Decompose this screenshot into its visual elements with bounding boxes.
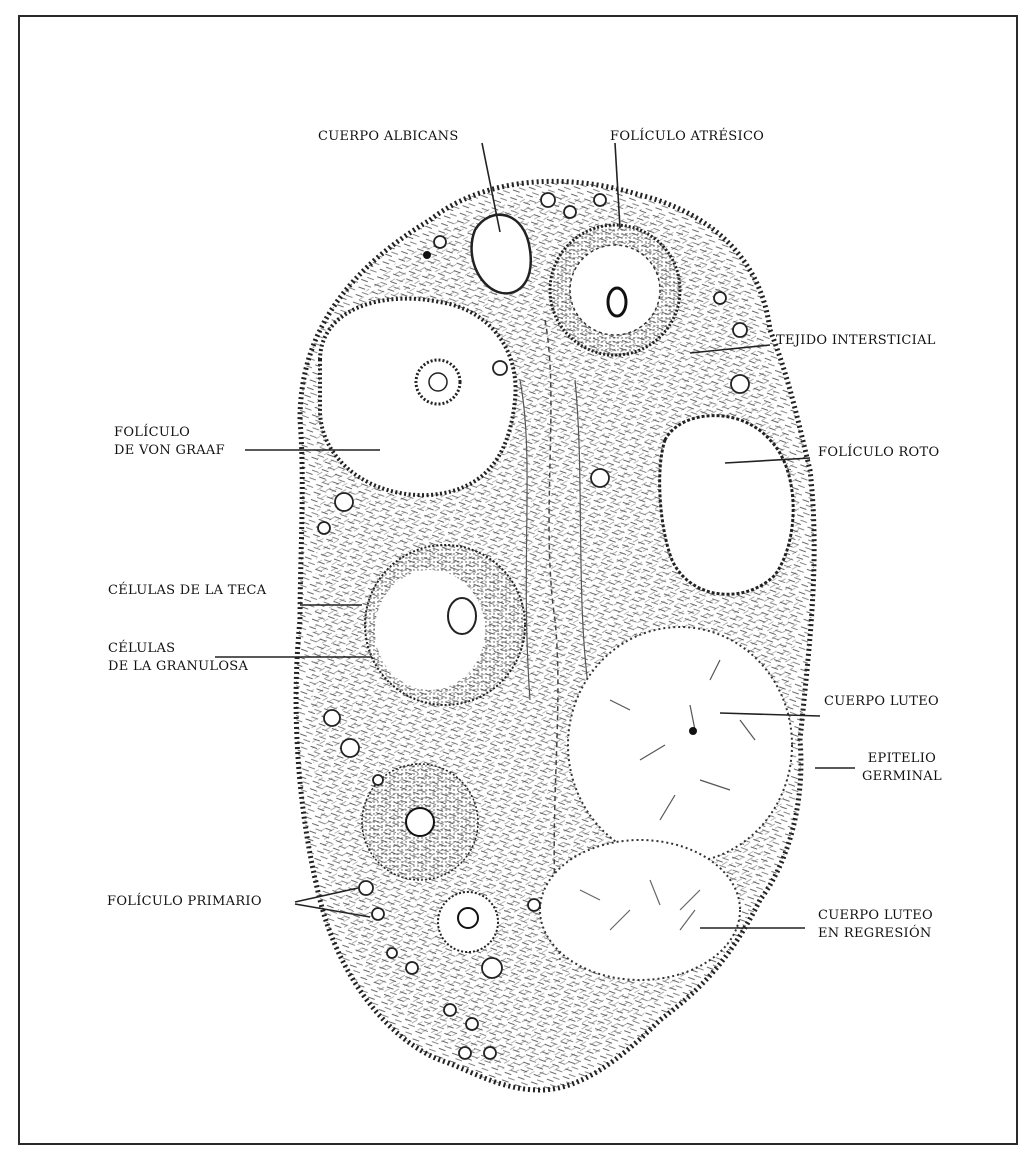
label-cuerpo-luteo-regresion-line1: CUERPO LUTEO	[818, 907, 933, 925]
label-cuerpo-luteo: CUERPO LUTEO	[824, 693, 939, 711]
corpus-luteum	[568, 627, 792, 863]
label-foliculo-primario: FOLÍCULO PRIMARIO	[107, 893, 262, 911]
label-cuerpo-albicans: CUERPO ALBICANS	[318, 128, 459, 146]
label-celulas-granulosa-line2: DE LA GRANULOSA	[108, 658, 248, 676]
label-foliculo-atresico: FOLÍCULO ATRÉSICO	[610, 128, 764, 146]
label-celulas-granulosa: CÉLULAS DE LA GRANULOSA	[108, 640, 248, 676]
label-epitelio-germinal-line2: GERMINAL	[862, 768, 942, 786]
label-foliculo-roto: FOLÍCULO ROTO	[818, 444, 939, 462]
label-celulas-teca: CÉLULAS DE LA TECA	[108, 582, 266, 600]
label-foliculo-von-graaf-line2: DE VON GRAAF	[114, 442, 225, 460]
label-celulas-granulosa-line1: CÉLULAS	[108, 640, 248, 658]
label-tejido-intersticial: TEJIDO INTERSTICIAL	[776, 332, 936, 350]
label-epitelio-germinal-line1: EPITELIO	[862, 750, 942, 768]
label-cuerpo-luteo-regresion-line2: EN REGRESIÓN	[818, 925, 933, 943]
label-cuerpo-luteo-regresion: CUERPO LUTEO EN REGRESIÓN	[818, 907, 933, 943]
graafian-follicle	[320, 299, 516, 496]
label-foliculo-von-graaf: FOLÍCULO DE VON GRAAF	[114, 424, 225, 460]
regressing-corpus-luteum	[540, 840, 740, 980]
label-foliculo-von-graaf-line1: FOLÍCULO	[114, 424, 225, 442]
label-epitelio-germinal: EPITELIO GERMINAL	[862, 750, 942, 786]
